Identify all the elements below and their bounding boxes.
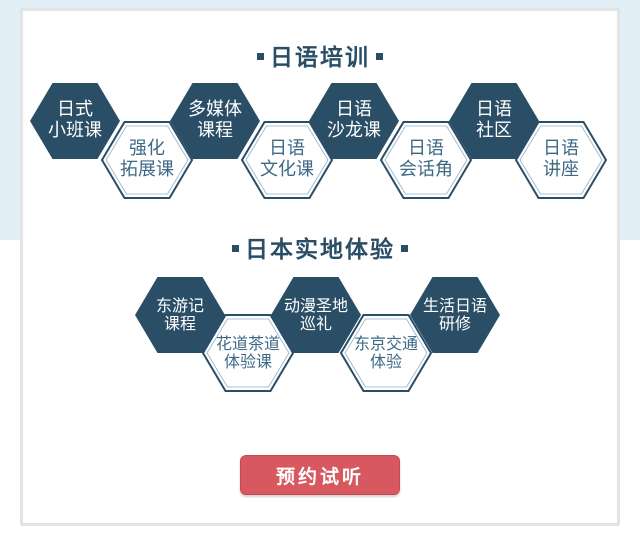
experience-hex-label: 东京交通 体验 xyxy=(353,333,418,371)
title-bullet-icon xyxy=(232,245,239,252)
experience-hex-1[interactable]: 东游记 课程 xyxy=(135,277,225,353)
title-bullet-icon xyxy=(376,53,383,60)
experience-hex-label: 动漫圣地 巡礼 xyxy=(283,295,348,333)
experience-hex-5[interactable]: 生活日语 研修 xyxy=(410,277,500,353)
training-hex-2[interactable]: 强化 拓展课 xyxy=(100,121,194,199)
title-bullet-icon xyxy=(401,245,408,252)
experience-hex-4[interactable]: 东京交通 体验 xyxy=(339,314,433,392)
training-hex-label: 日语 社区 xyxy=(476,99,512,141)
hexagon-shape-icon xyxy=(379,121,473,199)
experience-hex-2[interactable]: 花道茶道 体验课 xyxy=(201,314,295,392)
hexagon-shape-icon xyxy=(309,83,399,159)
hexagon-shape-icon xyxy=(201,314,295,392)
hexagon-shape-icon xyxy=(240,121,334,199)
hexagon-shape-icon xyxy=(339,314,433,392)
hexagon-shape-icon xyxy=(170,83,260,159)
hexagon-shape-icon xyxy=(271,277,361,353)
experience-hex-label: 东游记 课程 xyxy=(155,295,204,333)
hexagon-shape-icon xyxy=(135,277,225,353)
training-hex-label: 日语 讲座 xyxy=(543,138,579,180)
training-hex-4[interactable]: 日语 文化课 xyxy=(240,121,334,199)
hexagon-shape-icon xyxy=(410,277,500,353)
training-hex-label: 日语 会话角 xyxy=(399,138,453,180)
hexagon-shape-icon xyxy=(100,121,194,199)
section-title-experience: 日本实地体验 xyxy=(0,230,640,264)
section-title-experience-text: 日本实地体验 xyxy=(245,237,395,263)
title-bullet-icon xyxy=(257,53,264,60)
experience-hex-label: 生活日语 研修 xyxy=(422,295,487,333)
hexagon-shape-icon xyxy=(449,83,539,159)
training-hex-1[interactable]: 日式 小班课 xyxy=(30,83,120,159)
training-hex-label: 多媒体 课程 xyxy=(188,99,242,141)
hexagon-shape-icon xyxy=(514,121,608,199)
book-trial-button[interactable]: 预约试听 xyxy=(240,455,400,495)
training-hex-3[interactable]: 多媒体 课程 xyxy=(170,83,260,159)
training-hex-7[interactable]: 日语 社区 xyxy=(449,83,539,159)
training-hex-label: 日语 文化课 xyxy=(260,138,314,180)
experience-hex-label: 花道茶道 体验课 xyxy=(215,333,280,371)
training-hex-label: 日语 沙龙课 xyxy=(327,99,381,141)
section-title-training-text: 日语培训 xyxy=(270,45,370,71)
training-hex-label: 强化 拓展课 xyxy=(120,138,174,180)
hexagon-shape-icon xyxy=(30,83,120,159)
training-hex-label: 日式 小班课 xyxy=(48,99,102,141)
training-hex-8[interactable]: 日语 讲座 xyxy=(514,121,608,199)
training-hex-5[interactable]: 日语 沙龙课 xyxy=(309,83,399,159)
section-title-training: 日语培训 xyxy=(0,38,640,72)
training-hex-6[interactable]: 日语 会话角 xyxy=(379,121,473,199)
experience-hex-3[interactable]: 动漫圣地 巡礼 xyxy=(271,277,361,353)
